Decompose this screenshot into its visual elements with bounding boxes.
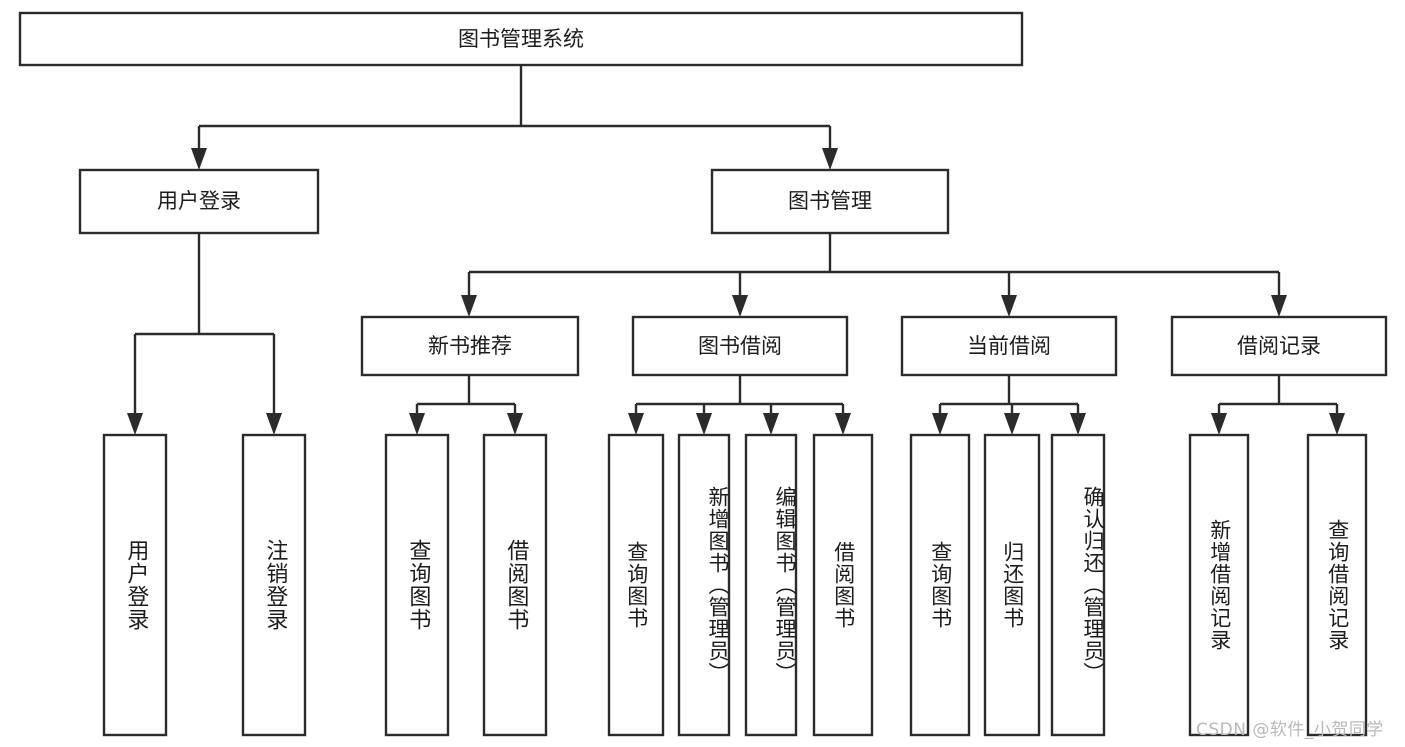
node-box-leaf-query-book-newbook[interactable] (384, 433, 450, 737)
node-borrow-records[interactable]: 借阅记录 (1170, 315, 1388, 377)
arrow-head-newbook-to-query (409, 413, 425, 435)
connector-group-book-borrow (628, 375, 851, 435)
node-box-leaf-query-book-borrow[interactable] (607, 433, 665, 737)
node-book-borrow[interactable]: 图书借阅 (631, 315, 849, 377)
arrow-head-root-to-book-mgmt (822, 148, 838, 170)
connector-group-user-login (127, 233, 282, 435)
node-box-leaf-confirm-return-admin[interactable] (1050, 433, 1106, 737)
arrow-head-borrow-to-borrowbook (835, 413, 851, 435)
node-root-system[interactable]: 图书管理系统 (18, 11, 1024, 67)
node-label-book-borrow: 图书借阅 (698, 334, 782, 358)
node-box-borrow-records[interactable] (1170, 315, 1388, 377)
node-label-user-login: 用户登录 (157, 189, 241, 213)
node-box-leaf-borrow-book-newbook[interactable] (482, 433, 548, 737)
node-box-root-system[interactable] (18, 11, 1024, 67)
node-label-root-system: 图书管理系统 (458, 27, 584, 51)
node-box-new-book-recommend[interactable] (360, 315, 580, 377)
arrow-head-bookmgmt-to-current (1001, 295, 1017, 317)
node-label-borrow-records: 借阅记录 (1237, 334, 1321, 358)
arrow-head-current-to-return (1004, 413, 1020, 435)
arrow-head-current-to-query (932, 413, 948, 435)
connector-group-book-management (461, 233, 1287, 317)
node-box-leaf-edit-book-admin[interactable] (744, 433, 798, 737)
node-label-book-management: 图书管理 (788, 189, 872, 213)
node-label-new-book-recommend: 新书推荐 (428, 334, 512, 358)
arrow-head-current-to-confirm (1070, 413, 1086, 435)
node-box-leaf-query-borrow-record[interactable] (1306, 433, 1368, 737)
arrow-head-newbook-to-borrow (507, 413, 523, 435)
arrow-head-bookmgmt-to-records (1271, 295, 1287, 317)
connector-group-borrow-records (1211, 375, 1345, 435)
node-box-leaf-query-book-current[interactable] (909, 433, 971, 737)
node-current-borrow[interactable]: 当前借阅 (900, 315, 1118, 377)
node-box-user-login[interactable] (78, 168, 320, 235)
arrow-head-bookmgmt-to-new-book (461, 295, 477, 317)
connector-group-new-book-recommend (409, 375, 523, 435)
connector-group-current-borrow (932, 375, 1086, 435)
arrow-head-records-to-query (1329, 413, 1345, 435)
arrow-head-root-to-user-login (191, 148, 207, 170)
node-new-book-recommend[interactable]: 新书推荐 (360, 315, 580, 377)
arrow-head-borrow-to-query (628, 413, 644, 435)
arrow-head-bookmgmt-to-borrow (732, 295, 748, 317)
node-box-leaf-add-book-admin[interactable] (677, 433, 731, 737)
arrow-head-userlogin-to-logout (266, 413, 282, 435)
arrow-head-userlogin-to-login (127, 413, 143, 435)
csdn-watermark: CSDN @软件_小贺同学 (1196, 720, 1384, 740)
node-book-management[interactable]: 图书管理 (710, 168, 950, 235)
node-box-leaf-return-book[interactable] (983, 433, 1041, 737)
node-box-leaf-borrow-book[interactable] (812, 433, 874, 737)
node-box-leaf-logout[interactable] (241, 433, 307, 737)
node-box-leaf-add-borrow-record[interactable] (1188, 433, 1250, 737)
node-box-leaf-user-login[interactable] (102, 433, 168, 737)
node-label-current-borrow: 当前借阅 (967, 334, 1051, 358)
node-box-book-management[interactable] (710, 168, 950, 235)
arrow-head-borrow-to-edit (763, 413, 779, 435)
node-box-current-borrow[interactable] (900, 315, 1118, 377)
arrow-head-records-to-add (1211, 413, 1227, 435)
connector-group-root (191, 65, 838, 170)
arrow-head-borrow-to-add (696, 413, 712, 435)
node-box-book-borrow[interactable] (631, 315, 849, 377)
node-user-login[interactable]: 用户登录 (78, 168, 320, 235)
